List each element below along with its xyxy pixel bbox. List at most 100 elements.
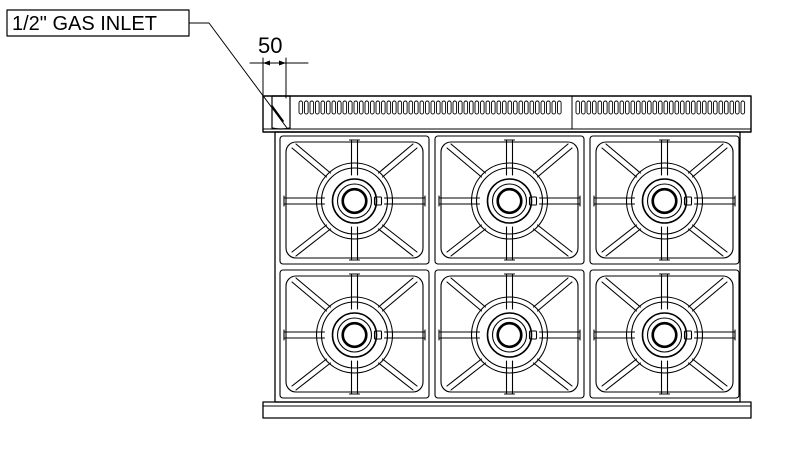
vent-slot (702, 100, 707, 115)
vent-slot (496, 100, 502, 115)
vent-slot (529, 100, 535, 115)
vent-slot (641, 100, 647, 115)
vent-slot (652, 100, 658, 115)
igniter (683, 330, 693, 340)
burner-grate-4 (279, 269, 430, 399)
grate-frame (434, 135, 585, 265)
burner-ring (486, 312, 533, 358)
vent-slot (658, 100, 663, 115)
grate-diagonal (536, 358, 573, 387)
vent-slot (375, 100, 381, 115)
burner-cap (651, 321, 678, 349)
burner-ring (491, 317, 528, 353)
burner-grate-6 (589, 269, 740, 399)
grate-inner-frame (285, 275, 424, 393)
vent-slot (581, 100, 586, 115)
grate-diagonal (381, 358, 418, 387)
vent-slot (685, 100, 691, 115)
vent-slot (724, 100, 729, 115)
burner-ring (625, 296, 704, 374)
burner-ring (486, 178, 533, 224)
grate-diagonal (295, 277, 332, 308)
grate-diagonal (601, 281, 638, 312)
grate-diagonal (536, 281, 573, 312)
dimension-value: 50 (258, 33, 282, 58)
grate-diagonal (691, 281, 728, 312)
burner-cap (496, 321, 523, 349)
burner-ring (475, 167, 544, 235)
grate-diagonal (291, 224, 328, 253)
grate-diagonal (601, 224, 638, 253)
vent-slot (507, 100, 513, 115)
burner-ring (470, 162, 549, 240)
gas-inlet-label: 1/2" GAS INLET (12, 13, 157, 35)
vent-slot (636, 100, 641, 115)
grate-diagonal (536, 224, 573, 253)
grate-diagonal (532, 277, 569, 308)
grate-diagonal (532, 143, 569, 174)
grate-diagonal (377, 362, 414, 391)
vent-slot (381, 100, 386, 115)
vent-slot (718, 100, 724, 115)
vent-slot (524, 100, 529, 115)
vent-slot (320, 100, 326, 115)
burner-ring (652, 189, 677, 213)
vent-slot (364, 100, 370, 115)
vent-slot (614, 100, 619, 115)
vent-slot (502, 100, 507, 115)
grate-diagonal (377, 277, 414, 308)
vent-slot (485, 100, 491, 115)
vent-slot (729, 100, 735, 115)
grate-inner-frame (285, 141, 424, 259)
vent-slot (348, 100, 353, 115)
burner-ring (641, 178, 688, 224)
burner-ring (497, 189, 522, 213)
vent-slot (419, 100, 425, 115)
burner-ring (652, 323, 677, 347)
gas-inlet-pipe (271, 105, 284, 122)
grate-diagonal (381, 224, 418, 253)
vent-slot (414, 100, 419, 115)
grate-frame (589, 269, 740, 399)
vent-slot (463, 100, 469, 115)
vent-slot (331, 100, 337, 115)
igniter (373, 330, 383, 340)
burner-ring (641, 312, 688, 358)
vent-slot (575, 100, 581, 115)
grate-inner-frame (595, 275, 734, 393)
grate-diagonal (450, 362, 487, 391)
vent-slot (674, 100, 680, 115)
grate-diagonal (601, 147, 638, 178)
burner-ring (646, 317, 683, 353)
grate-diagonal (381, 281, 418, 312)
burner-ring (331, 312, 378, 358)
vent-slots-right (575, 100, 746, 115)
burner-cap (341, 187, 368, 215)
igniter (683, 196, 693, 206)
vent-slot (436, 100, 441, 115)
grate-diagonal (291, 281, 328, 312)
vent-slot (469, 100, 474, 115)
burner-cap (496, 187, 523, 215)
grate-diagonal (291, 147, 328, 178)
vent-slot (452, 100, 458, 115)
burner-cap (341, 321, 368, 349)
vent-slot (592, 100, 597, 115)
grate-inner-frame (440, 141, 579, 259)
grate-diagonal (532, 362, 569, 391)
vent-slot (663, 100, 669, 115)
grate-diagonal (446, 358, 483, 387)
vent-slot (535, 100, 540, 115)
vent-slot (337, 100, 342, 115)
burner-ring (336, 183, 373, 219)
dimension-arrowheads (263, 60, 286, 66)
grate-diagonal (446, 147, 483, 178)
burner-ring (331, 178, 378, 224)
burner-grate-2 (434, 135, 585, 265)
grate-diagonal (687, 228, 724, 257)
grate-diagonal (605, 228, 642, 257)
vent-slot (669, 100, 674, 115)
vent-slot (392, 100, 397, 115)
grate-diagonal (450, 228, 487, 257)
vent-slot (513, 100, 518, 115)
